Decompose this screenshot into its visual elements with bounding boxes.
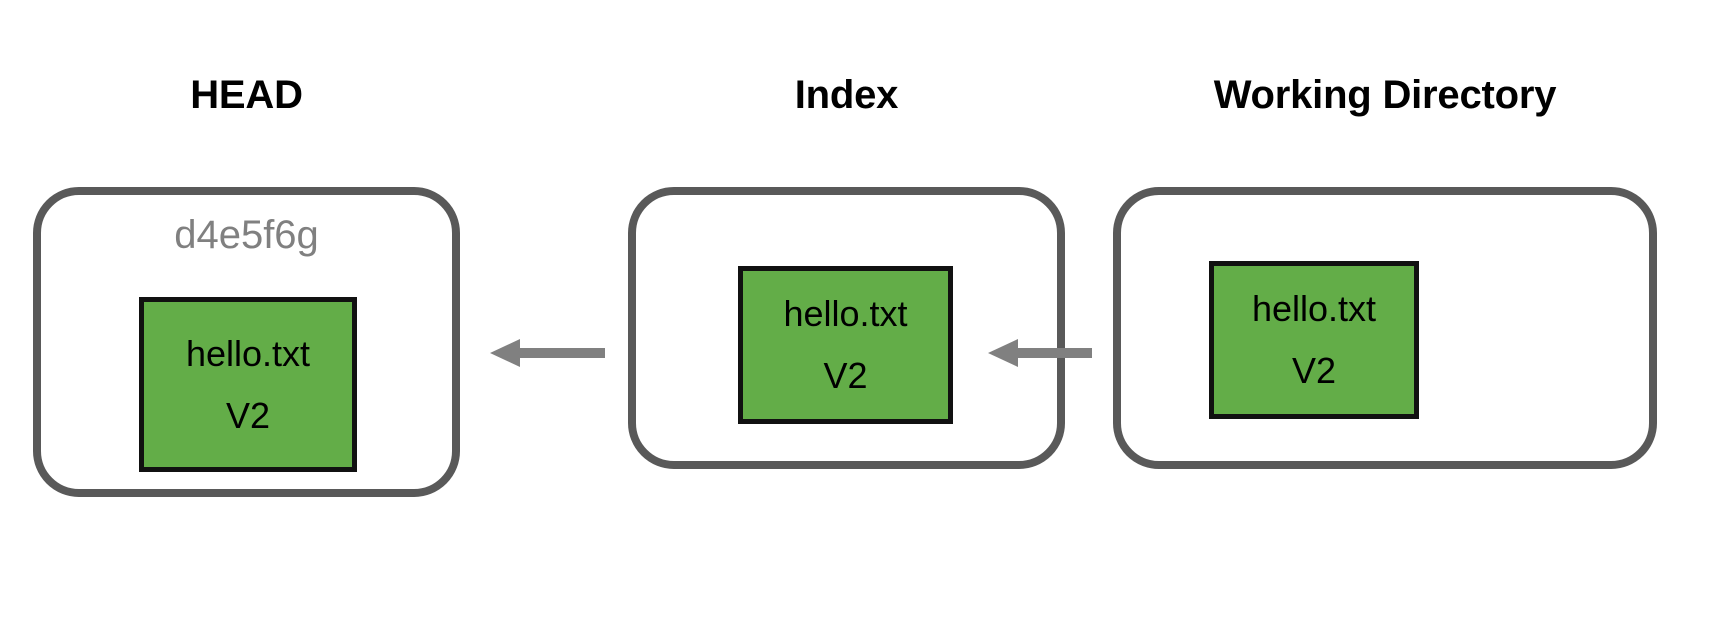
panel-working-directory: hello.txt V2: [1113, 187, 1657, 469]
file-name-working-directory: hello.txt: [1251, 288, 1377, 329]
commit-hash-head: d4e5f6g: [174, 213, 319, 257]
panel-index: hello.txt V2: [628, 187, 1065, 469]
file-version-working-directory: V2: [1291, 350, 1337, 391]
panel-title-head: HEAD: [190, 73, 303, 117]
panel-title-working-directory: Working Directory: [1213, 73, 1557, 117]
panel-title-index: Index: [794, 73, 899, 117]
file-card-working-directory: hello.txt V2: [1209, 261, 1419, 419]
file-card-index: hello.txt V2: [738, 266, 953, 424]
arrow-index-to-head: [490, 336, 605, 370]
panel-head: d4e5f6g hello.txt V2: [33, 187, 460, 497]
file-name-index: hello.txt: [783, 293, 908, 334]
file-version-head: V2: [225, 394, 271, 436]
file-name-head: hello.txt: [185, 332, 311, 374]
arrow-working-to-index: [988, 336, 1092, 370]
file-card-head: hello.txt V2: [139, 297, 357, 472]
file-version-index: V2: [823, 355, 868, 396]
